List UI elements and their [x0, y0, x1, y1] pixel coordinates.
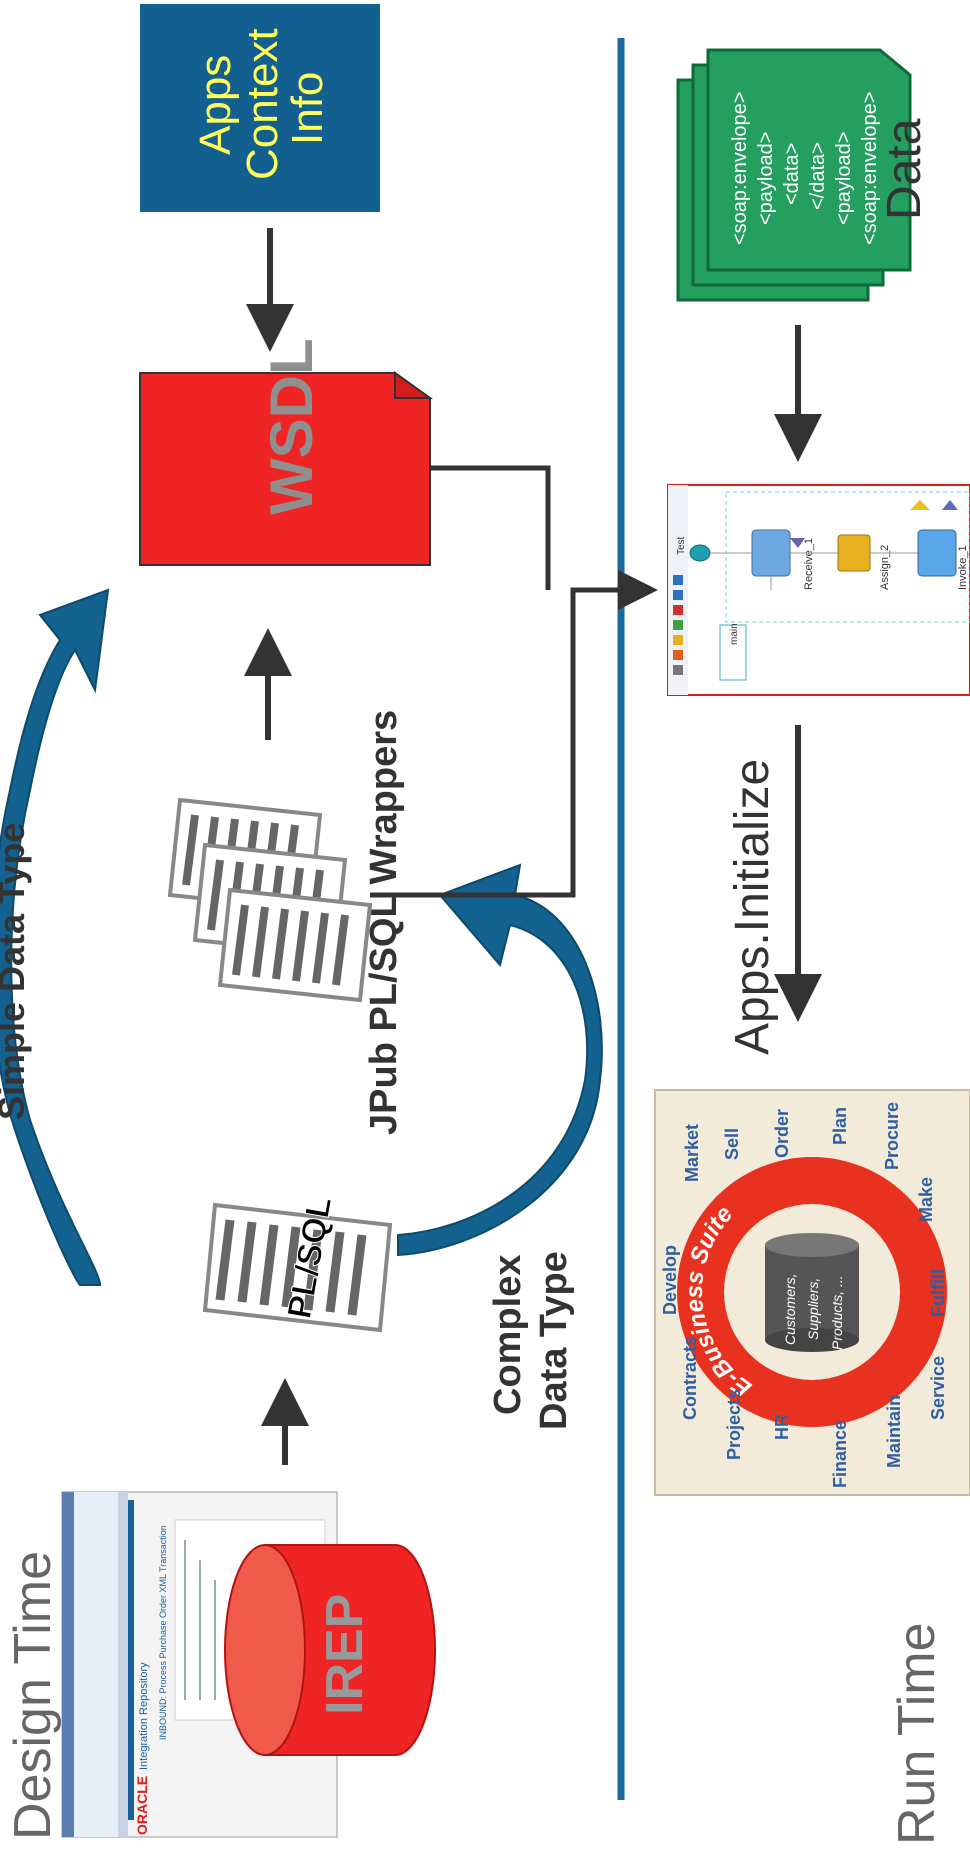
- ebs-module-plan: Plan: [830, 1107, 850, 1145]
- soap-line-4: </data>: [807, 142, 829, 210]
- run-time-label-visible: Run Time: [888, 1622, 946, 1845]
- simple-data-type-label: Simple Data Type: [0, 823, 32, 1120]
- ebs-module-develop: Develop: [660, 1245, 680, 1315]
- bpel-tab-main: main: [729, 623, 740, 645]
- ebs-module-contracts: Contracts: [680, 1336, 700, 1420]
- ebs-database: Customers, Suppliers, Products, ...: [765, 1233, 859, 1352]
- plsql-document: PL/SQL: [202, 1193, 393, 1333]
- apps-context-line1: Apps: [191, 55, 240, 155]
- soap-data-docs: <soap:envelope> <payload> <data> </data>…: [676, 48, 912, 302]
- ebs-core-line1: Customers,: [782, 1273, 798, 1345]
- ebs-core-line3: Products, ...: [829, 1275, 845, 1350]
- connector-wsdl-to-bpel: [430, 465, 551, 590]
- apps-context-line3: Info: [283, 72, 332, 145]
- complex-data-type-line2: Data Type: [533, 1251, 575, 1430]
- bpel-process-panel: Test main Receive_1 Assign_2 Invoke_1: [667, 484, 970, 696]
- ebs-core-line2: Suppliers,: [805, 1278, 821, 1340]
- ebs-module-sell: Sell: [722, 1128, 742, 1160]
- wsdl-document: WSDL: [139, 338, 434, 566]
- soap-line-6: <soap:envelope>: [859, 92, 881, 245]
- irep-database: IREP: [224, 1544, 436, 1756]
- bpel-step-receive: Receive_1: [803, 538, 815, 590]
- ebs-module-projects: Projects: [724, 1389, 744, 1460]
- wsdl-label: WSDL: [258, 338, 325, 515]
- jpub-documents: [167, 797, 373, 1003]
- apps-context-line2: Context: [238, 28, 287, 180]
- ebs-panel: E-Business Suite Customers, Suppliers, P…: [654, 1089, 970, 1496]
- soap-line-3: <data>: [781, 143, 803, 205]
- irep-shot-title: Integration Repository: [138, 1662, 150, 1770]
- ebs-module-hr: HR: [772, 1414, 792, 1440]
- soap-line-1: <soap:envelope>: [729, 92, 751, 245]
- ebs-module-procure: Procure: [882, 1102, 902, 1170]
- ebs-module-order: Order: [772, 1109, 792, 1158]
- apps-initialize-label: Apps.Initialize: [726, 759, 779, 1055]
- irep-label: IREP: [316, 1594, 374, 1715]
- soap-line-5: <payload>: [833, 132, 855, 225]
- complex-type-arc: [397, 863, 603, 1257]
- irep-shot-logo: ORACLE: [134, 1776, 150, 1835]
- connector-jpub-to-bpel: [370, 587, 635, 898]
- ebs-module-maintain: Maintain: [884, 1395, 904, 1468]
- design-time-label: Design Time: [4, 1551, 62, 1840]
- soap-line-2: <payload>: [755, 132, 777, 225]
- ebs-module-fulfill: Fulfill: [928, 1269, 948, 1317]
- ebs-module-service: Service: [928, 1356, 948, 1420]
- ebs-module-market: Market: [682, 1124, 702, 1182]
- bpel-step-assign: Assign_2: [879, 545, 891, 590]
- data-label: Data: [878, 118, 931, 220]
- ebs-module-finance: Finance: [830, 1420, 850, 1488]
- simple-type-arc: [0, 588, 110, 1286]
- irep-shot-heading: INBOUND: Process Purchase Order XML Tran…: [158, 1525, 168, 1740]
- complex-data-type-line1: Complex: [487, 1255, 529, 1415]
- bpel-step-invoke: Invoke_1: [957, 545, 969, 590]
- bpel-toolbar-test: Test: [676, 536, 687, 555]
- apps-context-info-box: Apps Context Info: [140, 4, 380, 212]
- ebs-module-make: Make: [916, 1177, 936, 1222]
